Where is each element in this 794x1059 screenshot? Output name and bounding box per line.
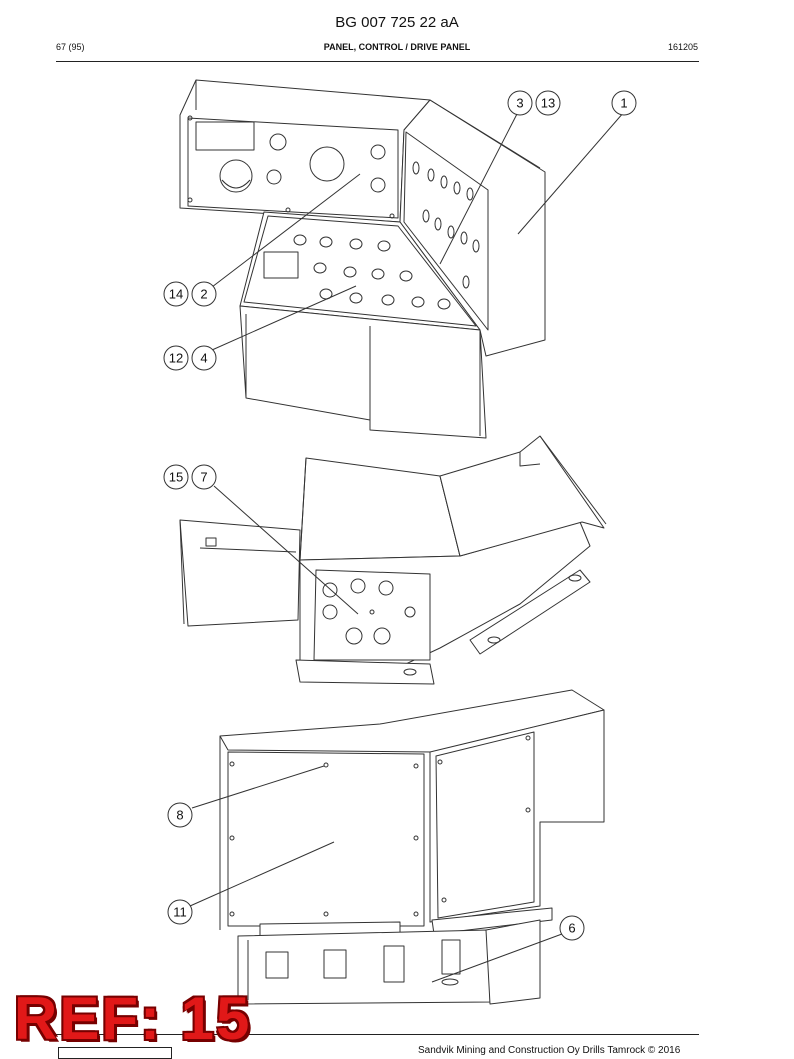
callout-bubble — [611, 90, 637, 116]
copyright-text: Sandvik Mining and Construction Oy Drill… — [418, 1045, 681, 1056]
callout-bubble — [535, 90, 561, 116]
callout-bubbles — [163, 90, 637, 941]
footer-rule — [56, 1034, 699, 1035]
callout-bubble — [559, 915, 585, 941]
callout-bubble — [191, 345, 217, 371]
callout-bubble — [191, 464, 217, 490]
callout-number: 15 — [169, 470, 183, 485]
middle-view-drawing — [179, 435, 607, 685]
callout-number: 1 — [620, 96, 627, 111]
callout-bubble — [167, 802, 193, 828]
callout-number: 13 — [541, 96, 555, 111]
section-title: PANEL, CONTROL / DRIVE PANEL — [323, 42, 471, 52]
top-view-drawing — [179, 79, 625, 439]
callout-number: 4 — [200, 351, 207, 366]
callout-bubble — [191, 281, 217, 307]
bottom-view-drawing — [189, 689, 605, 1005]
callout-number: 7 — [200, 470, 207, 485]
callout-number: 12 — [169, 351, 183, 366]
callout-number: 14 — [169, 287, 183, 302]
callout-bubble — [167, 899, 193, 925]
date-code: 161205 — [667, 42, 698, 52]
callout-bubble — [163, 345, 189, 371]
callout-bubble — [507, 90, 533, 116]
document-number: BG 007 725 22 aA — [335, 14, 459, 31]
ref-stamp: REF: 15 — [14, 985, 252, 1052]
callout-bubble — [163, 464, 189, 490]
callout-bubble — [163, 281, 189, 307]
callout-number: 3 — [516, 96, 523, 111]
header-rule — [56, 61, 699, 62]
callout-number: 2 — [200, 287, 207, 302]
page-number: 67 (95) — [56, 42, 85, 52]
callout-number: 8 — [176, 808, 183, 823]
callout-number: 6 — [568, 921, 575, 936]
callout-number: 11 — [173, 905, 187, 920]
